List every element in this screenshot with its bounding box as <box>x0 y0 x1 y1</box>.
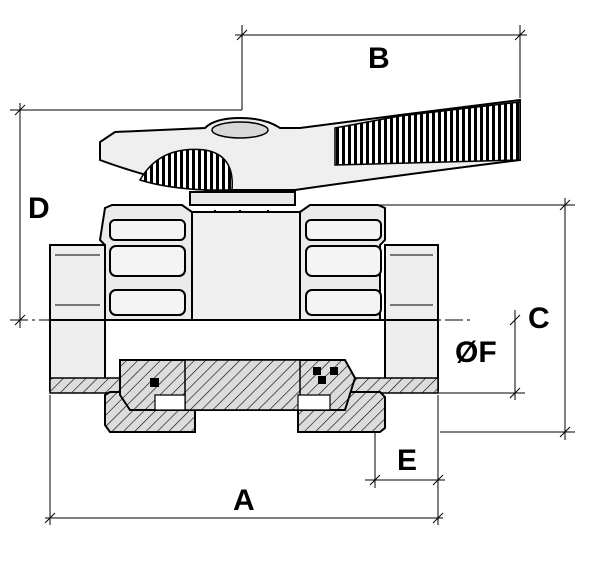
dimension-a <box>44 395 444 525</box>
dimension-d <box>10 103 242 328</box>
right-union-nut <box>299 204 386 321</box>
handle <box>99 98 521 191</box>
label-d: D <box>28 192 50 225</box>
o-ring-seal <box>330 367 338 375</box>
label-b: B <box>368 42 390 75</box>
o-ring-seal <box>318 376 326 384</box>
dimension-b <box>235 25 527 110</box>
valve-body <box>191 211 301 321</box>
left-union-nut <box>98 204 193 321</box>
label-c: C <box>528 302 550 335</box>
label-f: ØF <box>455 336 497 369</box>
label-e: E <box>397 444 417 477</box>
label-a: A <box>233 484 255 517</box>
right-end-connector <box>384 244 439 391</box>
o-ring-seal <box>313 367 321 375</box>
left-end-connector <box>49 244 106 391</box>
o-ring-seal <box>150 378 159 387</box>
dimension-e <box>365 432 445 488</box>
dimension-f <box>438 310 525 400</box>
dimension-c <box>380 198 575 440</box>
cross-section <box>49 359 439 433</box>
